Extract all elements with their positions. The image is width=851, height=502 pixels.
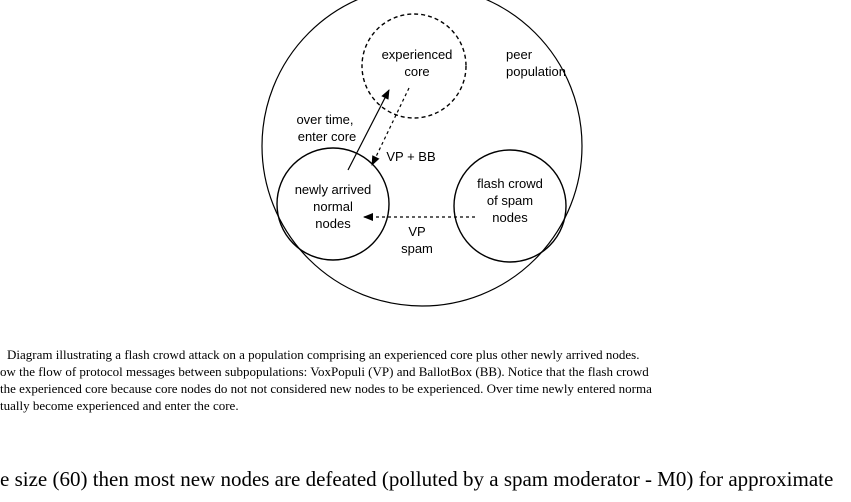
newly-arrived-nodes-circle — [276, 147, 390, 261]
newly-arrived-label-line3: nodes — [315, 216, 351, 231]
vp-bb-label: VP + BB — [386, 149, 435, 164]
peer-population-label-line2: population — [506, 64, 566, 79]
caption-line-4: tually become experienced and enter the … — [0, 398, 239, 413]
enter-core-arrow — [347, 89, 390, 171]
body-text: e size (60) then most new nodes are defe… — [0, 466, 851, 492]
experienced-core-label-line1: experienced — [382, 47, 453, 62]
caption-line-1: Diagram illustrating a flash crowd attac… — [7, 347, 640, 362]
vp-spam-label-line2: spam — [401, 241, 433, 256]
flash-crowd-diagram: experienced core peer population over ti… — [261, 0, 583, 307]
caption-line-2: ow the flow of protocol messages between… — [0, 364, 649, 379]
peer-population-label-line1: peer — [506, 47, 533, 62]
flash-crowd-circle — [453, 149, 567, 263]
caption-line-3: the experienced core because core nodes … — [0, 381, 652, 396]
newly-arrived-label-line2: normal — [313, 199, 353, 214]
flash-crowd-label-line2: of spam — [487, 193, 533, 208]
flash-crowd-label-line1: flash crowd — [477, 176, 543, 191]
experienced-core-label-line2: core — [404, 64, 429, 79]
body-text-line-1: e size (60) then most new nodes are defe… — [0, 467, 834, 491]
over-time-label-line2: enter core — [298, 129, 357, 144]
experienced-core-circle — [361, 13, 467, 119]
peer-population-circle — [261, 0, 583, 307]
vp-bb-arrow — [371, 87, 410, 166]
vp-spam-label-line1: VP — [408, 224, 425, 239]
newly-arrived-label-line1: newly arrived — [295, 182, 372, 197]
flash-crowd-label-line3: nodes — [492, 210, 528, 225]
over-time-label-line1: over time, — [296, 112, 353, 127]
figure-caption: Diagram illustrating a flash crowd attac… — [0, 346, 851, 414]
